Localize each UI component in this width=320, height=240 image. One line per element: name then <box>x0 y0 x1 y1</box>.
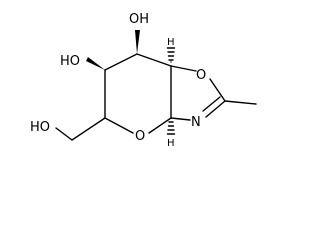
atom-o-oxazole: O <box>196 68 206 83</box>
bond-ch2-oh <box>55 127 73 141</box>
bond-c6-oring <box>104 117 134 134</box>
bond-c6-ch2 <box>71 117 106 141</box>
bond-c2prime-methyl <box>224 100 257 105</box>
atom-oh-top: OH <box>129 12 149 27</box>
bond-c2prime-n-double-1 <box>205 100 226 118</box>
atom-ho-bottom: HO <box>30 120 50 135</box>
bond-c4-c3 <box>136 53 172 67</box>
stereo-h-upper: H <box>167 37 175 48</box>
wedge-bond-c4-oh <box>135 30 140 54</box>
hashed-bond-c3-h <box>166 47 176 63</box>
atom-o-pyran: O <box>135 129 145 144</box>
atom-n: N <box>191 115 201 130</box>
bond-o-oxazole-c2prime <box>209 78 226 102</box>
bond-c3-o-oxazole <box>170 65 197 72</box>
hashed-bond-c2-h <box>166 121 176 135</box>
bond-c4-c5 <box>104 53 138 71</box>
atom-ho-left: HO <box>60 54 80 69</box>
structure-canvas: OH HO O HO O N H H <box>30 12 257 149</box>
bond-c2prime-n-double-2 <box>202 96 221 112</box>
chemical-structure-diagram: OH HO O HO O N H H <box>30 12 257 149</box>
bond-oring-c2 <box>148 117 172 134</box>
wedge-bond-c5-oh <box>86 57 105 70</box>
stereo-h-lower: H <box>167 138 175 149</box>
bond-n-c2 <box>170 117 191 121</box>
